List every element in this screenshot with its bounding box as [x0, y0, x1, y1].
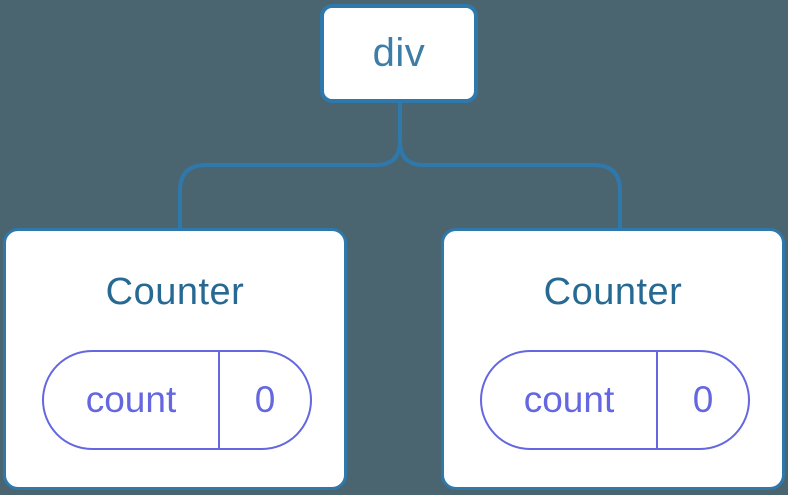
- component-name-label: Counter: [543, 271, 683, 313]
- component-name-label: Counter: [105, 271, 245, 313]
- state-value-section: 0: [220, 352, 310, 448]
- state-key-label: count: [523, 379, 615, 420]
- state-value-label: 0: [692, 379, 714, 420]
- state-key-section: count: [482, 352, 658, 448]
- root-node-label: div: [372, 31, 426, 75]
- state-pill: count 0: [480, 350, 750, 450]
- state-pill: count 0: [42, 350, 312, 450]
- state-key-section: count: [44, 352, 220, 448]
- state-value-section: 0: [658, 352, 748, 448]
- counter-node-right: Counter count 0: [441, 228, 785, 490]
- counter-node-left: Counter count 0: [3, 228, 347, 490]
- connector-right-branch: [398, 103, 622, 229]
- root-node-div: div: [320, 4, 478, 103]
- state-key-label: count: [85, 379, 177, 420]
- state-value-label: 0: [254, 379, 276, 420]
- connector-left-branch: [178, 103, 402, 229]
